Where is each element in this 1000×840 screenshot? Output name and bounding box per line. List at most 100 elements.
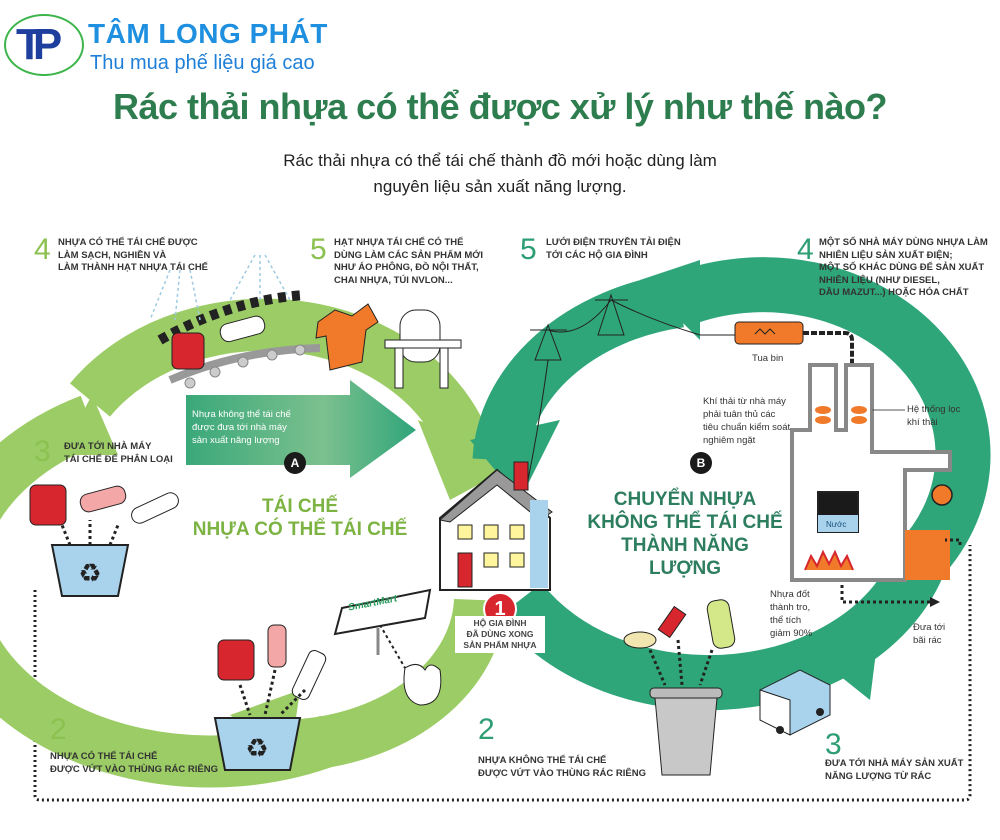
step-line: NHIÊN LIỆU (NHƯ DIESEL, (819, 274, 940, 286)
water-label: Nước (826, 520, 847, 529)
brand-name: TÂM LONG PHÁT (88, 18, 328, 49)
step-number: 4 (34, 233, 51, 266)
step-line: ĐƯA TỚI NHÀ MÁY SẢN XUẤT (825, 758, 964, 769)
step-number: 4 (797, 233, 814, 266)
title-line: THÀNH NĂNG LƯỢNG (621, 535, 749, 579)
page-title: Rác thải nhựa có thể được xử lý như thế … (113, 86, 887, 127)
plastic-bag-illustration (403, 664, 442, 706)
step-number: 5 (520, 233, 537, 266)
step-line: LÀM THÀNH HẠT NHỰA TÁI CHẾ (58, 262, 209, 273)
emissions-label: Khí thải từ nhà máy phải tuân thủ các ti… (703, 395, 813, 447)
step-text: LƯỚI ĐIỆN TRUYỀN TẢI ĐIỆN TỚI CÁC HỘ GIA… (546, 237, 716, 262)
step-line: DẦU MAZUT...) HOẶC HÓA CHẤT (819, 287, 969, 298)
arrow-a (186, 380, 416, 478)
subtitle-line-1: Rác thải nhựa có thể tái chế thành đồ mớ… (283, 151, 717, 170)
step-line: LÀM SẠCH, NGHIỀN VÀ (58, 249, 167, 261)
step-line: CHAI NHỰA, TÚI NVLON... (334, 274, 453, 286)
step-number: 2 (478, 713, 495, 746)
step-line: NHƯ ÁO PHÔNG, ĐỒ NỘI THẤT, (334, 262, 479, 273)
title-line: KHÔNG THỂ TÁI CHẾ (587, 512, 783, 533)
title-line: TÁI CHẾ (262, 496, 338, 517)
step-line: NHỰA CÓ THỂ TÁI CHẾ ĐƯỢC (58, 237, 198, 248)
step-line: ĐƯỢC VỨT VÀO THÙNG RÁC RIÊNG (478, 767, 646, 779)
power-plant-illustration (790, 363, 953, 582)
filter-markers (815, 406, 867, 424)
arrow-a-line: được đưa tới nhà máy (192, 422, 287, 433)
trash-items (623, 599, 736, 649)
step-number: 5 (310, 233, 327, 266)
label-line: Khí thải từ nhà máy (703, 396, 786, 407)
step-line: DÙNG LÀM CÁC SẢN PHẨM MỚI (334, 249, 484, 261)
dashed-arrows-bottom (238, 669, 307, 717)
step-line: NHỰA CÓ THỂ TÁI CHẾ (50, 751, 158, 762)
step-text: MỘT SỐ NHÀ MÁY DÙNG NHỰA LÀM NHIÊN LIỆU … (819, 237, 999, 300)
recycle-bin-bottom: ♻ (213, 717, 302, 771)
label-line: HỘ GIA ĐÌNH (473, 618, 527, 628)
recycle-cycle-title: TÁI CHẾ NHỰA CÓ THỂ TÁI CHẾ (185, 495, 415, 541)
logo-ring (4, 14, 84, 76)
step-text: NHỰA CÓ THỂ TÁI CHẾ ĐƯỢC VỨT VÀO THÙNG R… (50, 751, 250, 776)
step-text: ĐƯA TỚI NHÀ MÁY SẢN XUẤT NĂNG LƯỢNG TỪ R… (825, 758, 975, 783)
dashed-arrows-trash (648, 639, 714, 686)
label-line: Hệ thống lọc (907, 404, 961, 415)
label-line: nghiêm ngặt (703, 435, 756, 446)
energy-cycle-title: CHUYỂN NHỰA KHÔNG THỂ TÁI CHẾ THÀNH NĂNG… (585, 488, 785, 580)
page-subtitle: Rác thải nhựa có thể tái chế thành đồ mớ… (0, 148, 1000, 200)
svg-text:♻: ♻ (245, 733, 268, 763)
house-illustration (438, 461, 553, 591)
label-line: bãi rác (913, 635, 942, 646)
step-line: TÁI CHẾ ĐỂ PHÂN LOẠI (64, 453, 173, 465)
step-number: 3 (34, 435, 51, 468)
step-line: LƯỚI ĐIỆN TRUYỀN TẢI ĐIỆN (546, 237, 681, 248)
dashed-arrows-left (60, 520, 120, 546)
step-text: ĐƯA TỚI NHÀ MÁY TÁI CHẾ ĐỂ PHÂN LOẠI (64, 441, 214, 466)
bottles-left (29, 484, 179, 526)
energy-ring (470, 257, 991, 711)
brand-tagline: Thu mua phế liệu giá cao (90, 52, 315, 74)
arrow-a-line: sản xuất năng lượng (192, 435, 280, 446)
badge-a: A (284, 452, 306, 474)
svg-text:♻: ♻ (78, 558, 101, 588)
step-line: MỘT SỐ KHÁC DÙNG ĐỂ SẢN XUẤT (819, 262, 985, 273)
turbine-illustration (734, 321, 854, 450)
bottles-bottom (217, 624, 327, 700)
step-text: NHỰA KHÔNG THỂ TÁI CHẾ ĐƯỢC VỨT VÀO THÙN… (478, 755, 678, 780)
chair-illustration (384, 309, 462, 389)
step-line: NHỰA KHÔNG THỂ TÁI CHẾ (478, 755, 607, 766)
trash-can-illustration (649, 687, 723, 776)
conveyor-belt-illustration (157, 290, 321, 389)
step-line: ĐƯA TỚI NHÀ MÁY (64, 441, 152, 452)
label-line: SẢN PHẨM NHỰA (463, 640, 537, 650)
recycle-bin-left: ♻ (50, 544, 130, 597)
turbine-label: Tua bin (752, 353, 784, 364)
water-spray (149, 254, 291, 321)
label-line: phải tuân thủ các (703, 409, 776, 420)
power-lines-illustration (527, 293, 735, 481)
smartmart-sign (333, 588, 432, 655)
arrow-a-line: Nhựa không thể tái chế (192, 409, 291, 420)
label-line: khí thải (907, 417, 938, 428)
garbage-truck-illustration (759, 669, 831, 736)
step-text: NHỰA CÓ THỂ TÁI CHẾ ĐƯỢC LÀM SẠCH, NGHIỀ… (58, 237, 238, 275)
step-line: TỚI CÁC HỘ GIA ĐÌNH (546, 249, 648, 261)
tshirt-illustration (315, 303, 379, 371)
badge-b: B (690, 452, 712, 474)
dotted-flow-line (33, 545, 972, 802)
household-label: HỘ GIA ĐÌNH ĐÃ DÙNG XONG SẢN PHẨM NHỰA (455, 616, 545, 653)
step-line: MỘT SỐ NHÀ MÁY DÙNG NHỰA LÀM (819, 237, 988, 248)
step-text: HẠT NHỰA TÁI CHẾ CÓ THỂ DÙNG LÀM CÁC SẢN… (334, 237, 504, 287)
step-line: NHIÊN LIỆU SẢN XUẤT ĐIỆN; (819, 249, 953, 261)
step-number: 3 (825, 728, 842, 761)
step-number: 2 (50, 713, 67, 746)
label-line: Nhựa đốt (770, 589, 810, 600)
title-line: CHUYỂN NHỰA (613, 489, 757, 510)
step-line: NĂNG LƯỢNG TỪ RÁC (825, 770, 932, 782)
step-line: ĐƯỢC VỨT VÀO THÙNG RÁC RIÊNG (50, 763, 218, 775)
label-line: thể tích (770, 615, 802, 626)
ash-label: Nhựa đốt thành tro, thể tích giảm 90% (770, 588, 812, 640)
title-line: NHỰA CÓ THỂ TÁI CHẾ (192, 519, 408, 540)
arrow-a-text: Nhựa không thể tái chế được đưa tới nhà … (192, 408, 322, 447)
label-line: ĐÃ DÙNG XONG (466, 629, 534, 639)
label-line: thành tro, (770, 602, 811, 613)
